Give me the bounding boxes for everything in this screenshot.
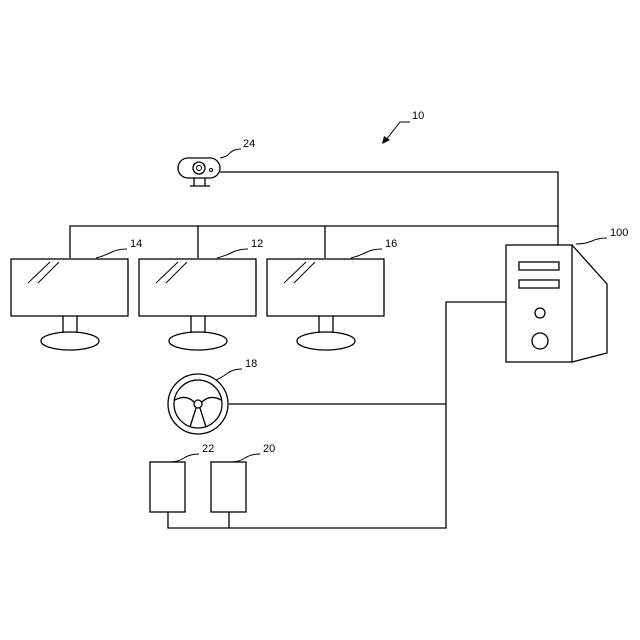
leader-camera bbox=[220, 149, 241, 158]
computer-drive-2 bbox=[519, 280, 559, 288]
leader-main-display bbox=[217, 249, 248, 258]
pedal-right-body bbox=[211, 462, 246, 512]
pedal-left-body bbox=[150, 462, 185, 512]
label-pedal-right: 20 bbox=[263, 443, 275, 455]
wheel-rim-outer bbox=[168, 374, 228, 434]
camera-indicator bbox=[210, 169, 213, 172]
display-main-glare bbox=[156, 262, 187, 283]
label-computer: 100 bbox=[610, 227, 628, 239]
display-left-screen bbox=[11, 259, 128, 316]
display-left-base bbox=[41, 332, 99, 350]
wheel-hub bbox=[194, 400, 202, 408]
leader-steering-wheel bbox=[216, 369, 242, 380]
leader-pedal-right bbox=[231, 454, 260, 462]
camera-lens-outer bbox=[193, 162, 205, 174]
display-main-screen bbox=[139, 259, 256, 316]
display-left-neck bbox=[63, 316, 77, 333]
wire-display-bus bbox=[70, 226, 558, 258]
computer-power-button bbox=[532, 333, 548, 349]
wiring bbox=[70, 172, 558, 528]
system-reference: 10 bbox=[382, 110, 424, 144]
display-right-screen bbox=[267, 259, 384, 316]
camera-mount bbox=[190, 178, 210, 186]
display-right-base bbox=[297, 332, 355, 350]
display-left-glare bbox=[28, 262, 59, 283]
display-left: 14 bbox=[11, 238, 142, 350]
display-main: 12 bbox=[139, 238, 263, 350]
display-main-base bbox=[169, 332, 227, 350]
camera-body bbox=[178, 158, 220, 178]
computer-button-small bbox=[535, 308, 545, 318]
steering-wheel: 18 bbox=[168, 358, 257, 434]
pedal-right: 20 bbox=[211, 443, 275, 512]
camera: 24 bbox=[178, 138, 255, 186]
display-right-glare bbox=[284, 262, 315, 283]
label-pedal-left: 22 bbox=[202, 443, 214, 455]
computer: 100 bbox=[506, 227, 628, 362]
leader-right-display bbox=[351, 249, 382, 258]
label-left-display: 14 bbox=[130, 238, 142, 250]
leader-system bbox=[386, 122, 410, 140]
wire-camera-computer bbox=[220, 172, 558, 245]
label-right-display: 16 bbox=[385, 238, 397, 250]
label-steering-wheel: 18 bbox=[245, 358, 257, 370]
display-main-neck bbox=[191, 316, 205, 333]
leader-left-display bbox=[96, 249, 127, 258]
computer-drive-1 bbox=[519, 262, 559, 270]
display-right: 16 bbox=[267, 238, 397, 350]
computer-side bbox=[572, 245, 607, 362]
pedal-left: 22 bbox=[150, 443, 214, 512]
wheel-rim-inner bbox=[174, 380, 222, 428]
label-system: 10 bbox=[412, 110, 424, 122]
display-right-neck bbox=[319, 316, 333, 333]
label-camera: 24 bbox=[243, 138, 255, 150]
leader-computer bbox=[576, 238, 607, 244]
leader-pedal-left bbox=[170, 454, 199, 462]
label-main-display: 12 bbox=[251, 238, 263, 250]
camera-lens-inner bbox=[197, 166, 202, 171]
